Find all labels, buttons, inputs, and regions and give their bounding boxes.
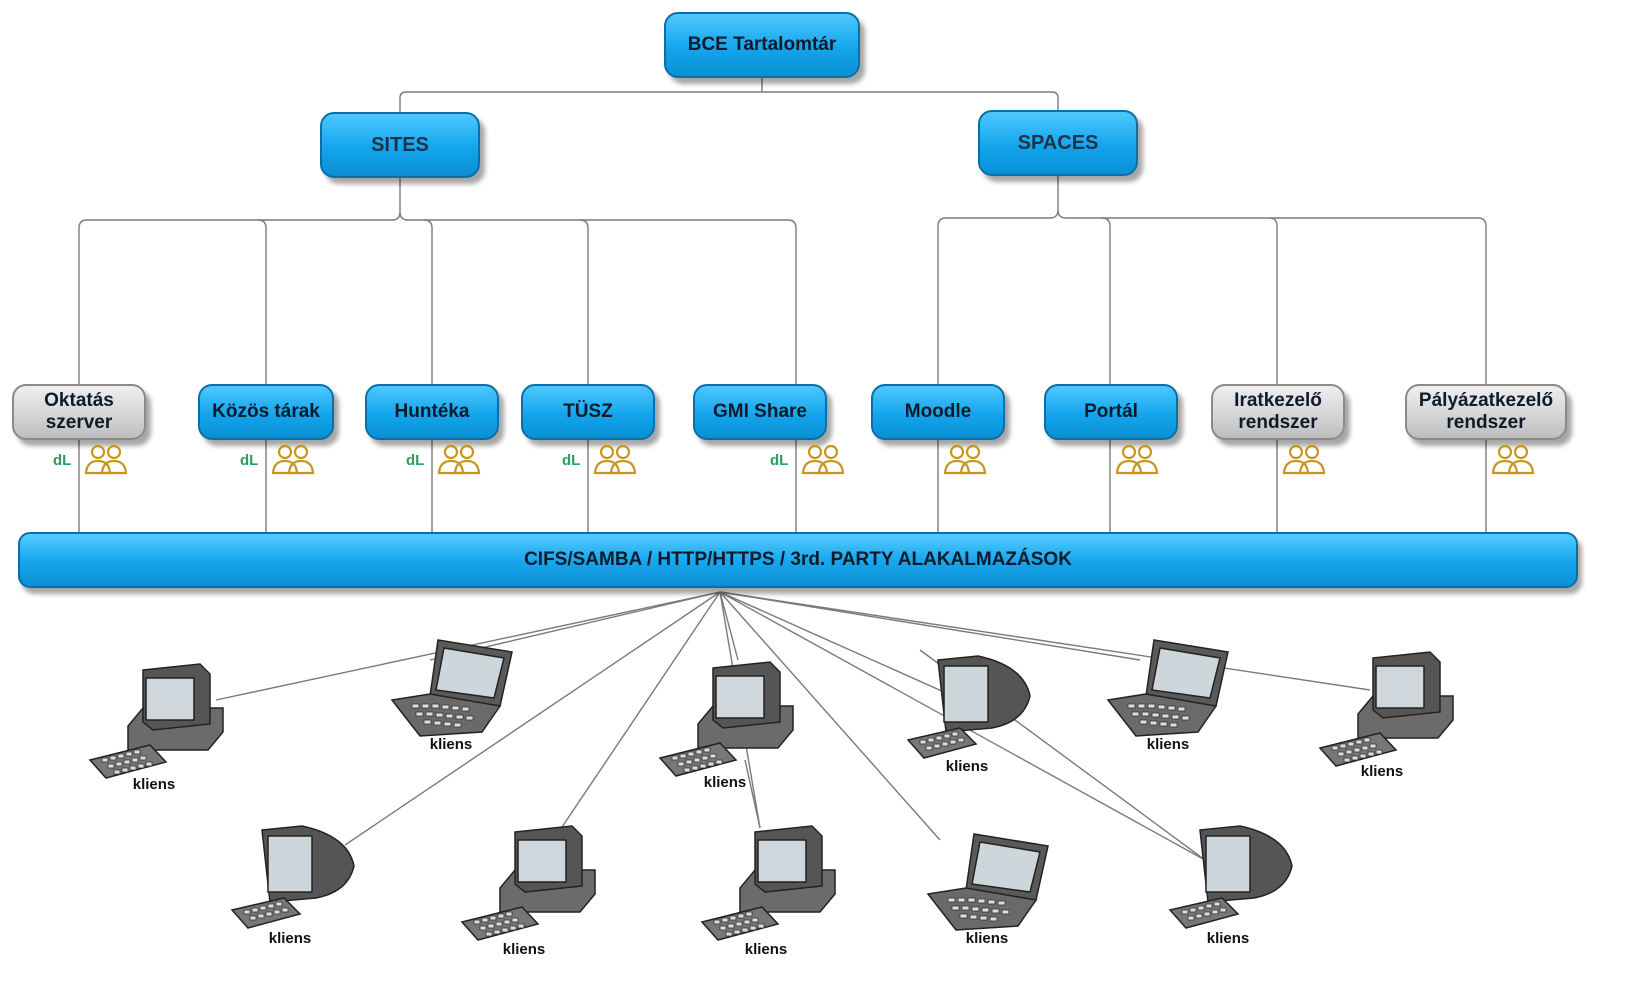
sites-branch-line bbox=[423, 219, 433, 386]
bus-label: CIFS/SAMBA / HTTP/HTTPS / 3rd. PARTY ALA… bbox=[524, 549, 1072, 570]
user-group-icon bbox=[942, 443, 988, 475]
client-label: kliens bbox=[945, 758, 989, 775]
crt-monitor-icon bbox=[230, 822, 380, 952]
client-label: kliens bbox=[965, 930, 1009, 947]
root-node: BCE Tartalomtár bbox=[664, 12, 860, 78]
dl-badge: dL bbox=[53, 452, 72, 469]
client-label: kliens bbox=[1206, 930, 1250, 947]
desktop-computer-icon bbox=[658, 658, 808, 788]
client-link-line bbox=[559, 591, 721, 831]
client-label: kliens bbox=[703, 774, 747, 791]
desktop-computer-icon bbox=[460, 822, 610, 952]
dl-badge: dL bbox=[406, 452, 425, 469]
user-group-icon bbox=[592, 443, 638, 475]
spaces-node: SPACES bbox=[978, 110, 1138, 176]
client-link-line bbox=[719, 591, 963, 701]
dl-badge: dL bbox=[240, 452, 259, 469]
spaces-branch-line bbox=[1268, 217, 1278, 386]
user-group-icon bbox=[436, 443, 482, 475]
client-label: kliens bbox=[268, 930, 312, 947]
sites-connector bbox=[78, 178, 797, 386]
sites-branch-line bbox=[257, 219, 267, 386]
laptop-icon bbox=[390, 632, 540, 762]
sites-branch-line bbox=[579, 219, 589, 386]
client-label: kliens bbox=[429, 736, 473, 753]
client-link-line bbox=[719, 591, 739, 661]
user-group-icon bbox=[1490, 443, 1536, 475]
desktop-computer-icon bbox=[1318, 648, 1468, 778]
user-group-icon bbox=[270, 443, 316, 475]
laptop-icon bbox=[926, 826, 1076, 956]
protocol-bus: CIFS/SAMBA / HTTP/HTTPS / 3rd. PARTY ALA… bbox=[18, 532, 1578, 588]
spaces-branch-line bbox=[1101, 217, 1111, 386]
user-group-icon bbox=[83, 443, 129, 475]
service-node: Portál bbox=[1044, 384, 1178, 440]
crt-monitor-icon bbox=[1168, 822, 1318, 952]
sites-label: SITES bbox=[371, 133, 429, 156]
client-link-line bbox=[719, 591, 1141, 661]
user-group-icon bbox=[1281, 443, 1327, 475]
service-label: Portál bbox=[1084, 401, 1138, 423]
root-node-label: BCE Tartalomtár bbox=[687, 34, 837, 56]
dl-badge: dL bbox=[770, 452, 789, 469]
service-label: Moodle bbox=[904, 401, 972, 423]
client-link-line bbox=[744, 759, 761, 829]
spaces-connector bbox=[937, 176, 1487, 386]
client-label: kliens bbox=[744, 941, 788, 958]
user-group-icon bbox=[1114, 443, 1160, 475]
crt-monitor-icon bbox=[906, 652, 1056, 782]
client-label: kliens bbox=[1360, 763, 1404, 780]
service-node: Huntéka bbox=[365, 384, 499, 440]
root-connector bbox=[399, 78, 1059, 112]
client-link-line bbox=[344, 591, 721, 846]
user-group-icon bbox=[800, 443, 846, 475]
service-label: Huntéka bbox=[394, 401, 470, 423]
service-node: TÜSZ bbox=[521, 384, 655, 440]
spaces-label: SPACES bbox=[1017, 131, 1099, 154]
dl-badge: dL bbox=[562, 452, 581, 469]
service-label: TÜSZ bbox=[563, 401, 613, 423]
client-label: kliens bbox=[502, 941, 546, 958]
service-node: Közös tárak bbox=[198, 384, 334, 440]
desktop-computer-icon bbox=[700, 822, 850, 952]
desktop-computer-icon bbox=[88, 660, 238, 790]
client-label: kliens bbox=[1146, 736, 1190, 753]
service-label: GMI Share bbox=[713, 401, 807, 423]
laptop-icon bbox=[1106, 632, 1256, 762]
service-node: Moodle bbox=[871, 384, 1005, 440]
sites-node: SITES bbox=[320, 112, 480, 178]
client-label: kliens bbox=[132, 776, 176, 793]
service-label: Közös tárak bbox=[212, 401, 320, 423]
service-node: GMI Share bbox=[693, 384, 827, 440]
client-link-line bbox=[719, 591, 941, 841]
client-link-line bbox=[719, 591, 1371, 691]
